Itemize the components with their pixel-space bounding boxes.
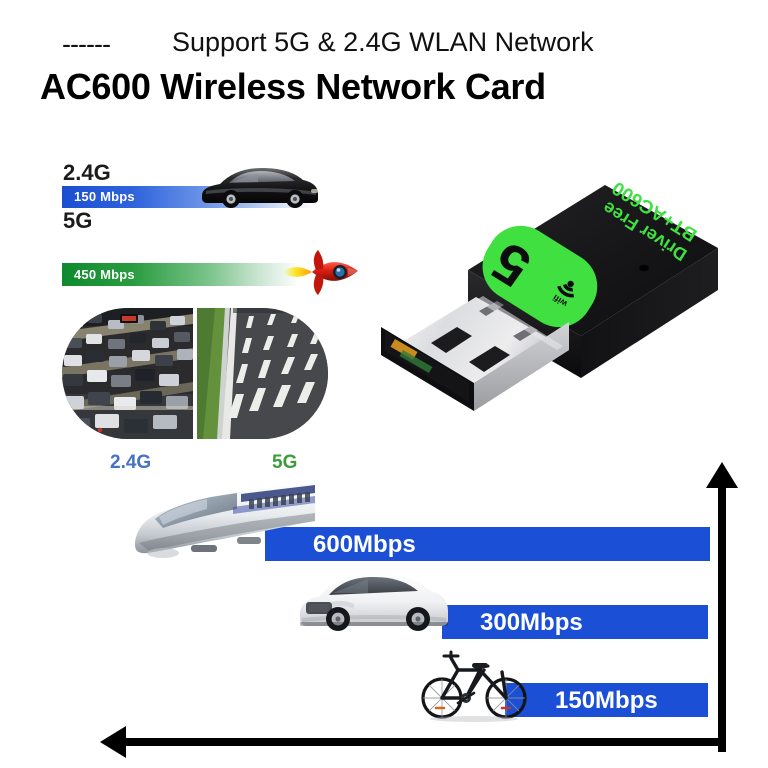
band-5-speed-value: 450 Mbps [74, 267, 135, 282]
open-highway-photo [197, 308, 328, 439]
subtitle-text: Support 5G & 2.4G WLAN Network [172, 27, 594, 57]
white-sedan-car-icon [300, 573, 448, 631]
chart-x-axis [118, 738, 726, 746]
band-24-speed-value: 150 Mbps [74, 189, 135, 204]
page-title: AC600 Wireless Network Card [40, 66, 546, 107]
sedan-car-icon [202, 168, 318, 208]
bicycle-icon [421, 650, 527, 722]
band-24-label: 2.4G [63, 160, 111, 185]
traffic-left-caption: 2.4G [110, 452, 152, 473]
high-speed-train-icon [135, 483, 315, 558]
rocket-icon [282, 250, 358, 295]
usb-wifi-adapter-photo: 5 wifi BT+AC600 Driver Free [381, 177, 718, 411]
chart-bar-300: 300Mbps [442, 605, 708, 639]
traffic-comparison-photos [62, 308, 328, 439]
chart-bar-600: 600Mbps [265, 527, 710, 561]
band-5-label: 5G [63, 208, 93, 233]
traffic-right-caption: 5G [272, 452, 298, 473]
title-dash-decoration: ------ [62, 29, 111, 59]
chart-bar-300-label: 300Mbps [480, 609, 583, 636]
chart-bar-600-label: 600Mbps [313, 531, 416, 558]
chart-y-axis-arrow [706, 462, 738, 488]
chart-bar-150: 150Mbps [505, 683, 708, 717]
chart-x-axis-arrow [100, 726, 126, 758]
band-5-speed-bar: 450 Mbps [62, 263, 300, 286]
traffic-jam-photo [62, 308, 193, 439]
chart-y-axis [718, 480, 726, 752]
speed-bar-chart: 600Mbps [0, 462, 768, 768]
chart-bar-150-label: 150Mbps [555, 687, 658, 714]
